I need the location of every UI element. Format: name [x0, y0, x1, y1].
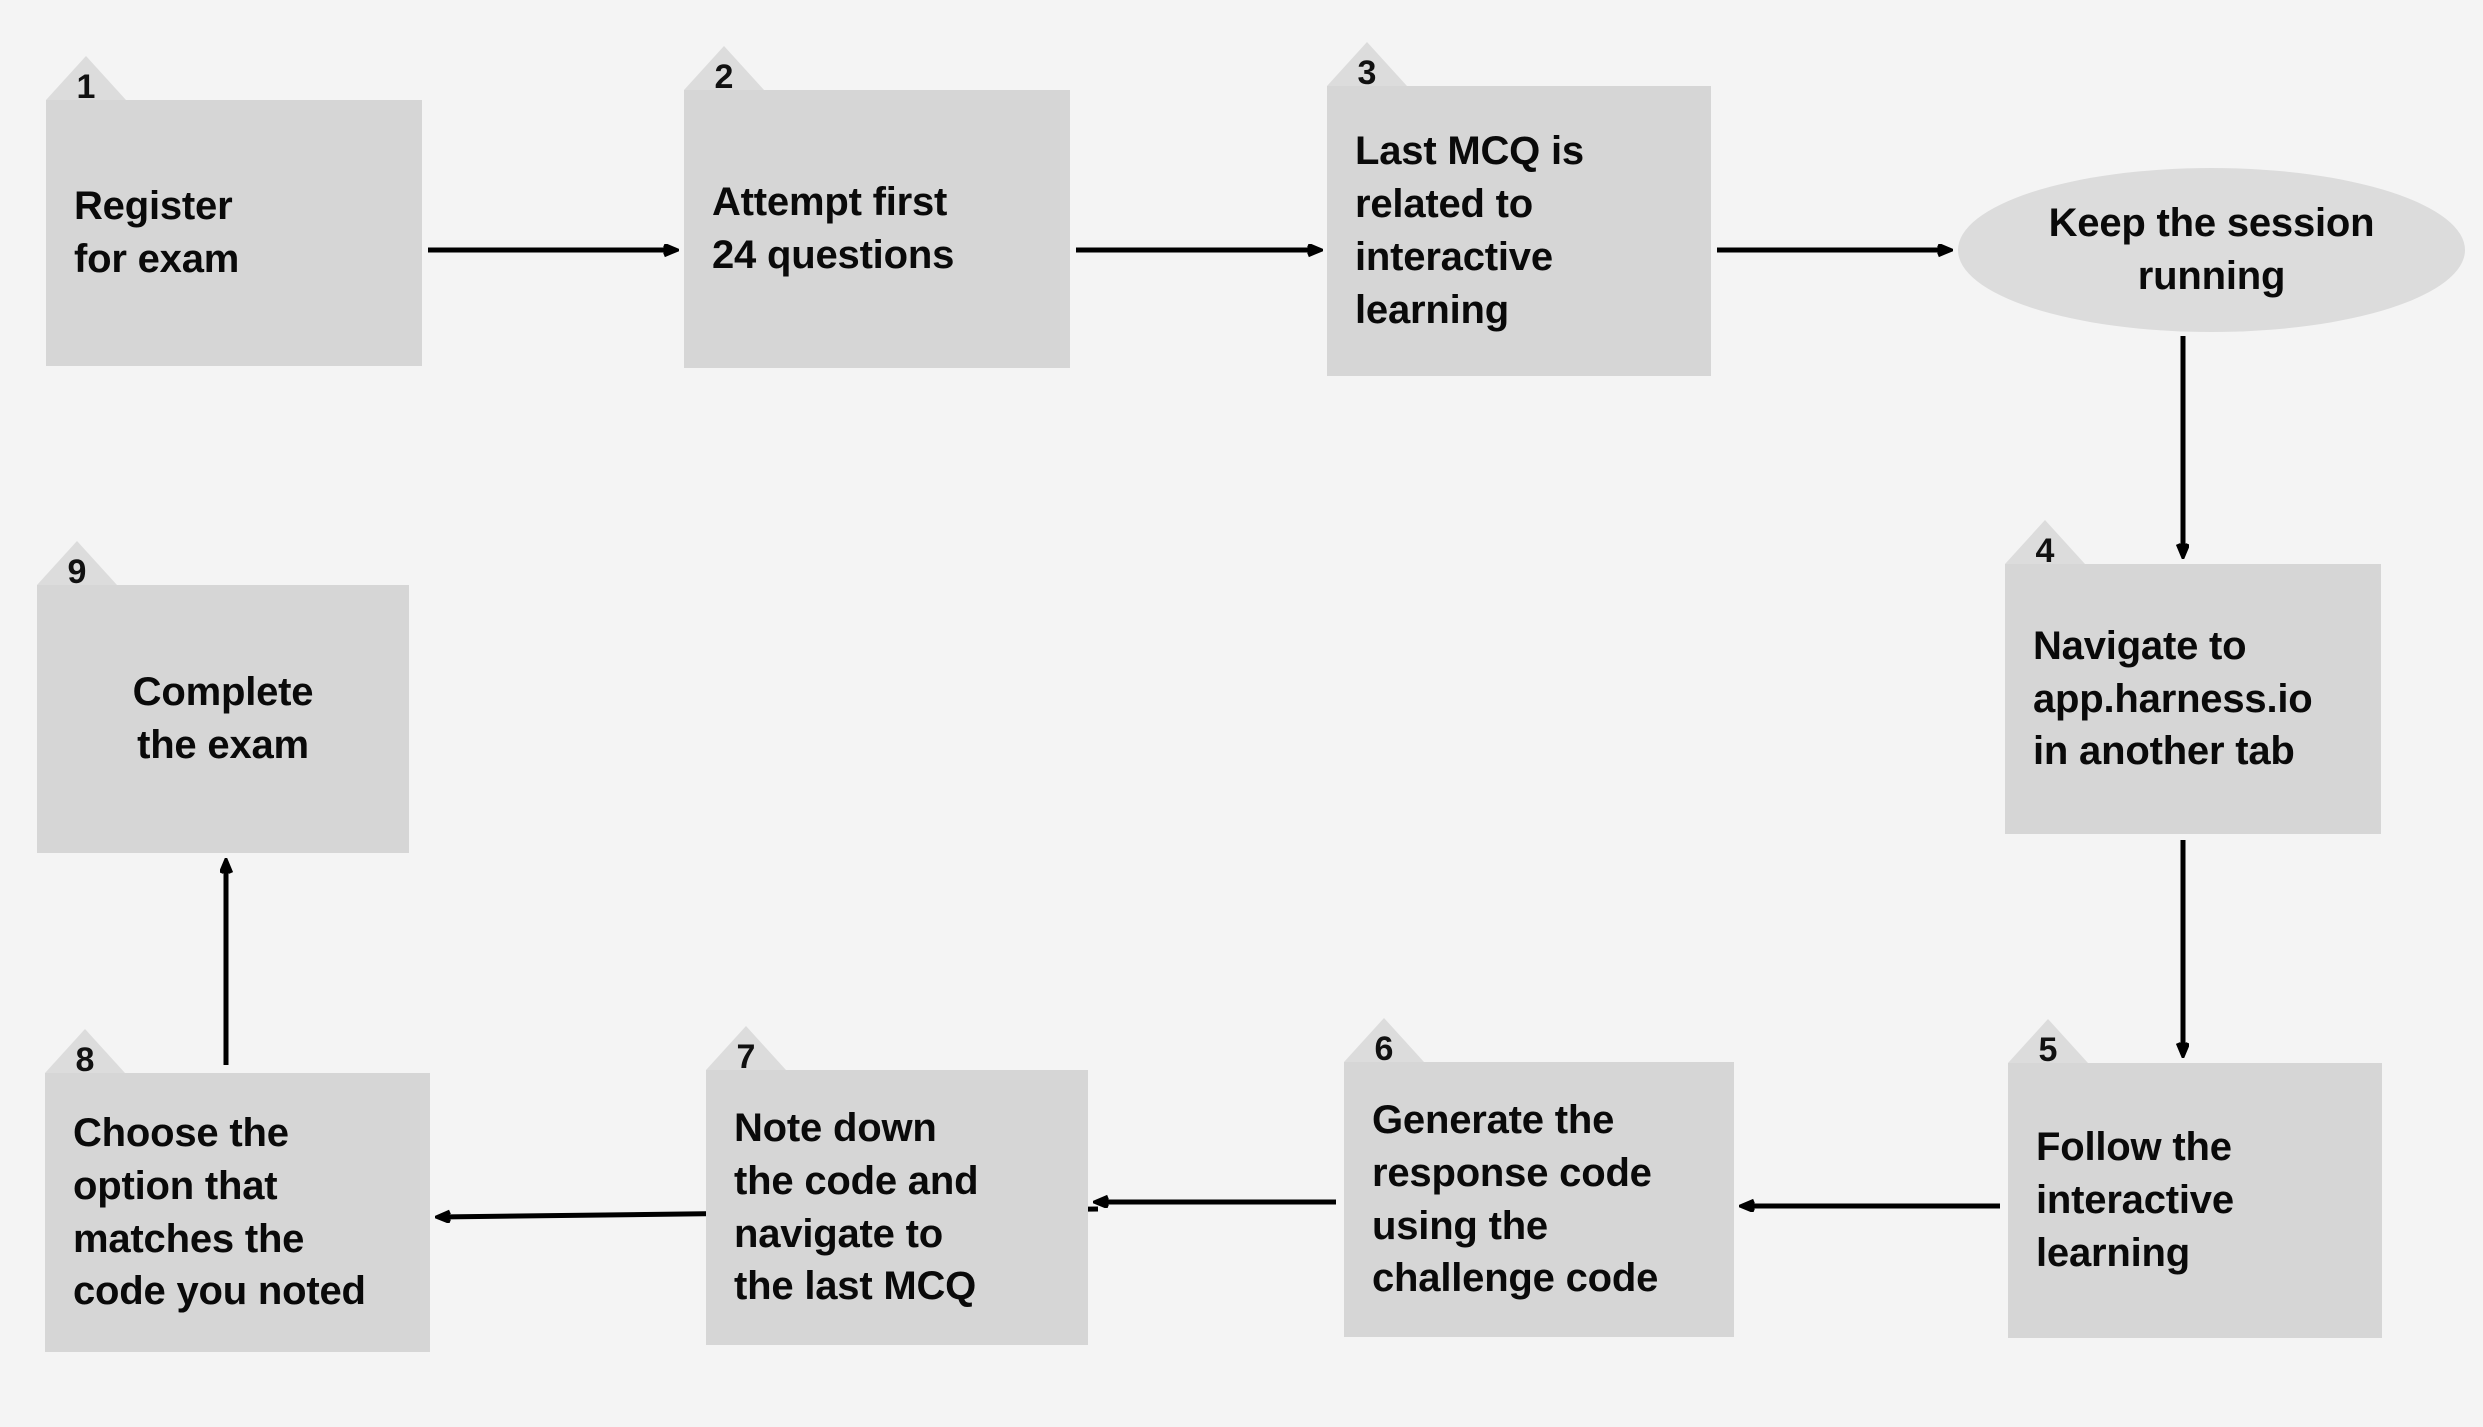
flow-node-label: Complete the exam: [132, 670, 314, 767]
flow-node-label: Navigate to app.harness.io in another ta…: [2033, 623, 2313, 774]
step-badge-number-4: 4: [2035, 532, 2055, 570]
step-badge-triangle-6: [1344, 1018, 1424, 1062]
step-badge-triangle-7: [706, 1026, 786, 1070]
flow-node-n5[interactable]: Follow the interactive learning: [2008, 1063, 2382, 1338]
step-badge-triangle-4: [2005, 520, 2085, 564]
flow-node-label: Generate the response code using the cha…: [1372, 1097, 1659, 1301]
flow-node-label: Follow the interactive learning: [2036, 1125, 2234, 1275]
flow-node-label: Attempt first 24 questions: [712, 180, 955, 277]
step-badge-triangle-9: [37, 541, 117, 585]
step-badge-number-7: 7: [736, 1038, 756, 1076]
step-badge-triangle-5: [2008, 1019, 2088, 1063]
step-badge-number-9: 9: [67, 553, 87, 591]
flow-node-label: Last MCQ is related to interactive learn…: [1355, 129, 1584, 332]
flow-node-n4[interactable]: Navigate to app.harness.io in another ta…: [2005, 564, 2381, 834]
step-badge-number-6: 6: [1374, 1030, 1394, 1068]
flow-node-n6[interactable]: Generate the response code using the cha…: [1344, 1062, 1734, 1337]
flow-node-label: Keep the session running: [2048, 201, 2375, 298]
flow-node-label: Register for exam: [74, 184, 240, 281]
flow-node-n2[interactable]: Attempt first 24 questions: [684, 90, 1070, 368]
step-badge-triangle-1: [46, 56, 126, 100]
step-badge-triangle-3: [1327, 42, 1407, 86]
step-badge-number-1: 1: [76, 68, 96, 106]
flow-node-nE[interactable]: Keep the session running: [1958, 168, 2465, 332]
flow-node-n3[interactable]: Last MCQ is related to interactive learn…: [1327, 86, 1711, 376]
step-badge-number-2: 2: [714, 58, 734, 96]
flow-node-label: Choose the option that matches the code …: [73, 1110, 366, 1314]
step-badge-number-5: 5: [2038, 1031, 2058, 1069]
flow-node-n7[interactable]: Note down the code and navigate to the l…: [706, 1070, 1088, 1345]
step-badge-triangle-2: [684, 46, 764, 90]
flow-node-label: Note down the code and navigate to the l…: [734, 1105, 979, 1309]
step-badge-number-3: 3: [1357, 54, 1377, 92]
flow-node-n9[interactable]: Complete the exam: [37, 585, 409, 853]
flow-node-n1[interactable]: Register for exam: [46, 100, 422, 366]
flow-node-n8[interactable]: Choose the option that matches the code …: [45, 1073, 430, 1352]
step-badge-triangle-8: [45, 1029, 125, 1073]
step-badge-number-8: 8: [75, 1041, 95, 1079]
